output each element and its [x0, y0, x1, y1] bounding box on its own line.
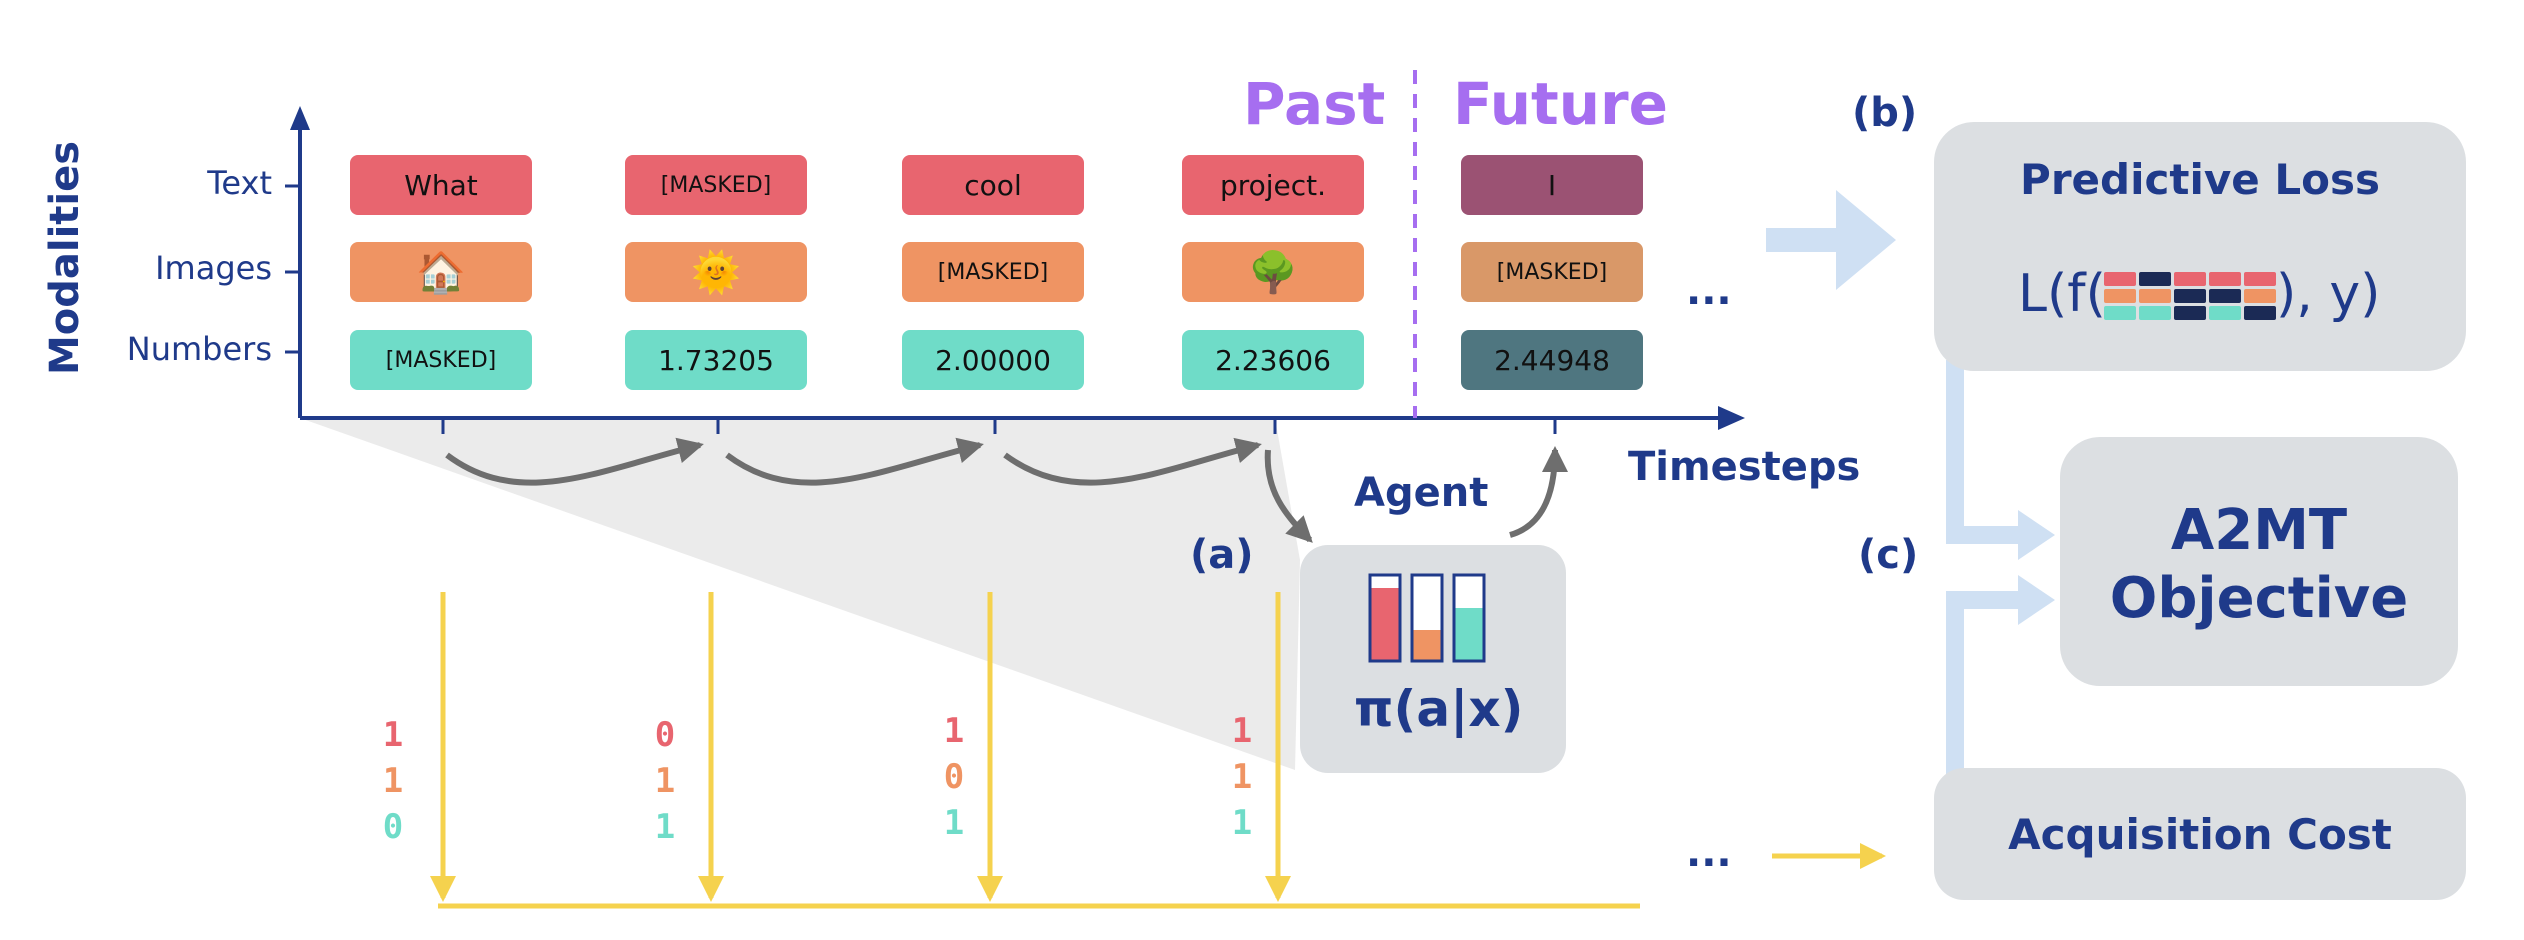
arrow-from-agent	[1509, 446, 1568, 538]
bit-number: 0	[382, 807, 404, 847]
ellipsis-top: ...	[1686, 268, 1732, 314]
objective-line-1: A2MT	[2170, 498, 2348, 563]
loss-grid-cell	[2174, 289, 2206, 303]
agent-bar-text-fill	[1371, 588, 1399, 660]
loss-suffix: ), y)	[2276, 264, 2381, 324]
predictive-loss-box	[1934, 122, 2466, 371]
cell-image-t1: 🏠	[350, 242, 532, 302]
cell-number-t3: 2.00000	[902, 330, 1084, 390]
cost-to-objective-arrowhead	[2018, 575, 2055, 625]
bit-image: 1	[654, 761, 676, 801]
cell-image-t4: 🌳	[1182, 242, 1364, 302]
bit-number: 1	[1231, 803, 1253, 843]
tree-icon: 🌳	[1248, 249, 1298, 296]
row-label-numbers: Numbers	[126, 330, 272, 368]
row-label-images: Images	[155, 249, 272, 287]
cell-number-t2: 1.73205	[625, 330, 807, 390]
loss-grid-cell	[2209, 272, 2241, 286]
loss-grid-cell	[2244, 306, 2276, 320]
cell-text-t4: project.	[1182, 155, 1364, 215]
transition-arrow-3	[1003, 437, 1262, 486]
loss-big-arrow	[1766, 190, 1896, 290]
cell-number-t1: [MASKED]	[350, 330, 532, 390]
label-b: (b)	[1852, 90, 1918, 136]
loss-grid-cell	[2104, 306, 2136, 320]
agent-observation-wedge	[300, 418, 1300, 770]
past-label: Past	[1243, 70, 1386, 138]
future-label: Future	[1453, 70, 1668, 138]
cell-number-t5: 2.44948	[1461, 330, 1643, 390]
loss-grid-cell	[2104, 289, 2136, 303]
cell-text-t3: cool	[902, 155, 1084, 215]
cell-number-t4: 2.23606	[1182, 330, 1364, 390]
y-axis-arrowhead	[290, 106, 310, 130]
cell-text-t5: I	[1461, 155, 1643, 215]
label-c: (c)	[1858, 532, 1919, 578]
acquisition-cost-label: Acquisition Cost	[2008, 810, 2392, 859]
agent-title: Agent	[1354, 470, 1489, 516]
arrow-to-agent	[1264, 449, 1313, 543]
loss-grid-cell	[2139, 306, 2171, 320]
bit-image: 1	[1231, 757, 1253, 797]
x-axis-arrowhead	[1718, 406, 1745, 430]
cost-to-objective-connector	[1946, 591, 2025, 775]
bit-text: 1	[1231, 711, 1253, 751]
bits-t1: 1 1 0	[373, 712, 413, 850]
bit-number: 1	[943, 803, 965, 843]
loss-grid-cell	[2244, 272, 2276, 286]
bit-image: 0	[943, 757, 965, 797]
loss-prefix: L(f(	[2018, 264, 2106, 324]
loss-grid-cell	[2209, 306, 2241, 320]
cell-text-t1: What	[350, 155, 532, 215]
loss-grid-cell	[2174, 272, 2206, 286]
sun-icon: 🌞	[691, 249, 741, 296]
bit-text: 1	[943, 711, 965, 751]
agent-policy: π(a|x)	[1354, 680, 1524, 738]
bit-text: 0	[654, 715, 676, 755]
predictive-loss-title: Predictive Loss	[2020, 155, 2380, 204]
bits-t3: 1 0 1	[934, 708, 974, 846]
cell-text-t2: [MASKED]	[625, 155, 807, 215]
ellipsis-bottom: ...	[1686, 830, 1732, 876]
agent-bar-number-fill	[1455, 608, 1483, 660]
objective-box	[2060, 437, 2458, 686]
cell-image-t5: [MASKED]	[1461, 242, 1643, 302]
bits-t2: 0 1 1	[645, 712, 685, 850]
bit-text: 1	[382, 715, 404, 755]
objective-line-2: Objective	[2109, 566, 2409, 631]
cell-image-t2: 🌞	[625, 242, 807, 302]
bits-t4: 1 1 1	[1222, 708, 1262, 846]
agent-bar-image-fill	[1413, 630, 1441, 660]
bit-image: 1	[382, 761, 404, 801]
x-axis-label: Timesteps	[1628, 444, 1861, 490]
loss-grid-cell	[2174, 306, 2206, 320]
loss-grid-cell	[2139, 272, 2171, 286]
loss-input-grid	[2104, 272, 2276, 320]
transition-arrow-2	[725, 437, 984, 486]
loss-grid-cell	[2139, 289, 2171, 303]
loss-grid-cell	[2104, 272, 2136, 286]
transition-arrow-1	[445, 437, 704, 486]
house-icon: 🏠	[416, 249, 466, 296]
loss-grid-cell	[2244, 289, 2276, 303]
cell-image-t3: [MASKED]	[902, 242, 1084, 302]
bit-number: 1	[654, 807, 676, 847]
loss-grid-cell	[2209, 289, 2241, 303]
loss-to-objective-arrowhead	[2018, 510, 2055, 560]
loss-to-objective-connector	[1946, 360, 2025, 544]
agent-label-a: (a)	[1190, 532, 1254, 578]
acquisition-cost-box	[1934, 768, 2466, 900]
row-label-text: Text	[207, 164, 272, 202]
